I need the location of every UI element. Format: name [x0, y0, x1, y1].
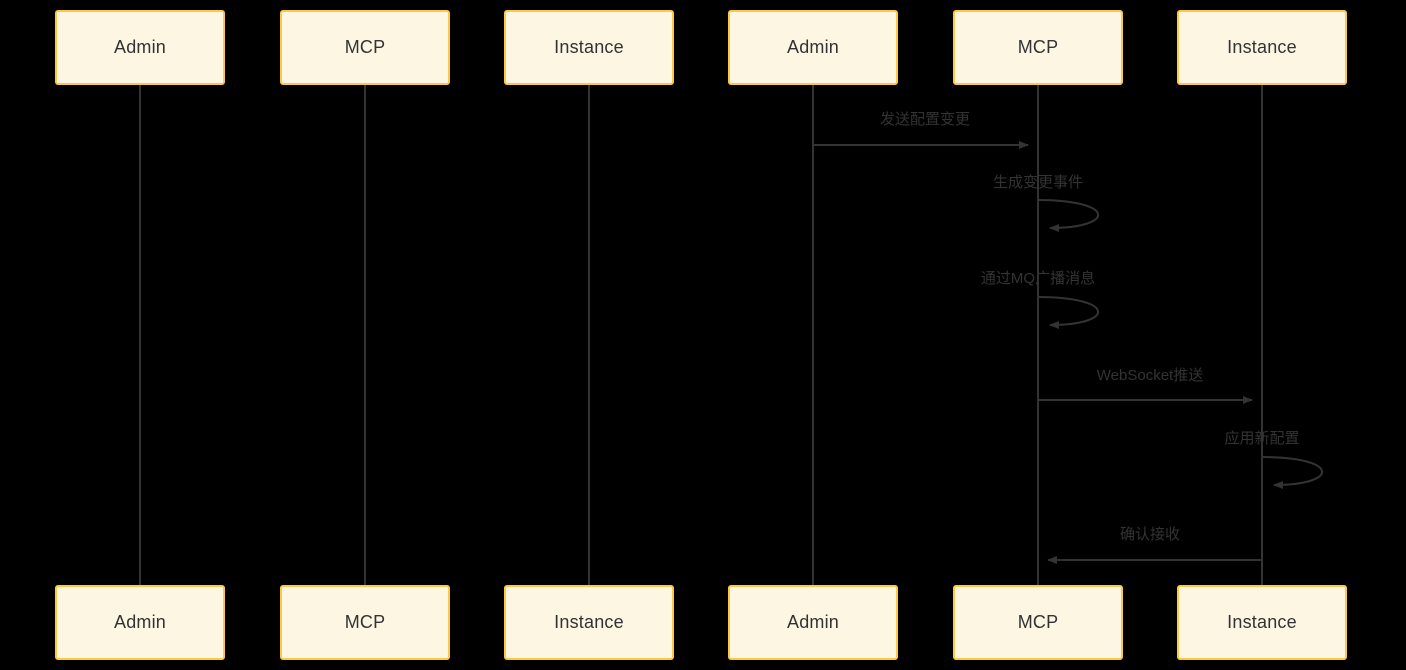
- msg-websocket-push-label: WebSocket推送: [1096, 367, 1204, 384]
- actor-label: Admin: [113, 612, 167, 632]
- actor-box-top-mcp-5[interactable]: MCP: [953, 10, 1123, 85]
- actor-label: Instance: [1227, 612, 1297, 632]
- msg-apply-new-config-self-loop: [1261, 456, 1323, 489]
- actor-box-bottom-admin-1[interactable]: Admin: [55, 585, 225, 660]
- actor-label: Admin: [786, 37, 840, 57]
- actor-label: MCP: [344, 612, 386, 632]
- actor-box-bottom-mcp-2[interactable]: MCP: [280, 585, 450, 660]
- msg-generate-change-event-self-loop: [1037, 199, 1099, 232]
- actor-box-top-mcp-2[interactable]: MCP: [280, 10, 450, 85]
- actor-box-bottom-mcp-5[interactable]: MCP: [953, 585, 1123, 660]
- actor-box-top-instance-6[interactable]: Instance: [1177, 10, 1347, 85]
- actor-label: Admin: [113, 37, 167, 57]
- actor-label: MCP: [344, 37, 386, 57]
- actor-box-top-instance-3[interactable]: Instance: [504, 10, 674, 85]
- actor-box-top-admin-1[interactable]: Admin: [55, 10, 225, 85]
- msg-confirm-received-label: 确认接收: [1119, 526, 1181, 543]
- msg-broadcast-via-mq-self-loop: [1037, 296, 1099, 329]
- actor-box-bottom-instance-3[interactable]: Instance: [504, 585, 674, 660]
- actor-label: MCP: [1017, 37, 1059, 57]
- actor-label: Instance: [554, 612, 624, 632]
- lifelines-group: [139, 85, 1263, 585]
- messages-group: [813, 141, 1323, 564]
- msg-send-config-change-label: 发送配置变更: [879, 111, 971, 128]
- actor-label: Instance: [554, 37, 624, 57]
- actor-box-bottom-instance-6[interactable]: Instance: [1177, 585, 1347, 660]
- msg-generate-change-event-label: 生成变更事件: [992, 174, 1084, 191]
- msg-apply-new-config-label: 应用新配置: [1224, 430, 1300, 447]
- actor-label: MCP: [1017, 612, 1059, 632]
- actor-box-bottom-admin-4[interactable]: Admin: [728, 585, 898, 660]
- actor-label: Instance: [1227, 37, 1297, 57]
- actor-box-top-admin-4[interactable]: Admin: [728, 10, 898, 85]
- msg-broadcast-via-mq-label: 通过MQ广播消息: [980, 270, 1096, 287]
- actor-label: Admin: [786, 612, 840, 632]
